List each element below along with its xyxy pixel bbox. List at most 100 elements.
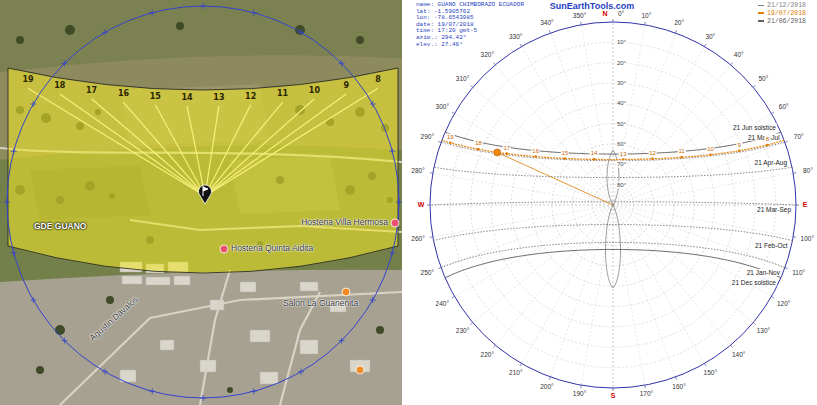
hour-label: 10 (706, 145, 715, 152)
elevation-ring (471, 63, 756, 348)
azimuth-line (433, 205, 613, 237)
hour-number: 14 (182, 93, 193, 102)
location-pin (199, 185, 212, 204)
hour-dot (505, 152, 508, 155)
azimuth-line (613, 22, 614, 205)
circle-tick (370, 101, 376, 107)
hour-line (28, 88, 205, 196)
hour-line (60, 94, 205, 196)
circle-tick (251, 10, 257, 16)
hour-dot (477, 148, 480, 151)
sun-direction (497, 152, 613, 205)
circle-tick (298, 369, 304, 375)
hour-dot (593, 158, 596, 161)
legend: 21/12/201819/07/201821/06/2018 (758, 2, 806, 25)
elevation-label: 80° (616, 181, 627, 188)
legend-row: 19/07/2018 (758, 10, 806, 18)
azimuth-label: 310° (456, 75, 469, 82)
circle-tick (102, 29, 108, 35)
hour-dot (738, 149, 741, 152)
legend-swatch (758, 5, 764, 7)
location-info: elev.: 27.46° (416, 42, 463, 49)
hour-number: 9 (343, 82, 349, 91)
hour-dot (563, 157, 566, 160)
sun-path (434, 167, 792, 177)
place-label: Salon La Guanenita (283, 299, 358, 309)
azimuth-label: 70° (794, 134, 804, 141)
circle-tick (61, 338, 67, 344)
azimuth-label: 130° (757, 327, 770, 334)
hour-label: 13 (619, 150, 628, 157)
azimuth-line (613, 87, 753, 205)
hour-label: 9 (737, 141, 742, 148)
hour-label: 14 (590, 150, 599, 157)
azimuth-line (613, 173, 793, 205)
range-circle (7, 6, 399, 398)
circle-tick (102, 369, 108, 375)
hour-dot (766, 144, 769, 147)
legend-text: 21/06/2018 (767, 18, 806, 25)
hour-number: 13 (213, 93, 224, 102)
azimuth-label: 190° (573, 391, 586, 398)
azimuth-label: 160° (672, 383, 685, 390)
azimuth-label: 170° (640, 391, 653, 398)
hour-number: 8 (375, 76, 381, 85)
azimuth-label: 20° (674, 20, 684, 27)
azimuth-label: 40° (734, 51, 744, 58)
azimuth-label: 50° (758, 75, 768, 82)
hour-number: 18 (54, 82, 65, 91)
circle-ticks (4, 3, 402, 401)
place-label: GDE GUANO (34, 222, 86, 232)
current-sun-path (442, 140, 784, 159)
elevation-label: 30° (616, 80, 627, 87)
azimuth-line (473, 87, 613, 205)
circle-tick (396, 199, 402, 205)
hour-dot (709, 153, 712, 156)
azimuth-label: 280° (411, 167, 424, 174)
azimuth-label: 300° (436, 103, 449, 110)
cardinal-point: E (803, 201, 808, 209)
legend-text: 19/07/2018 (767, 10, 806, 17)
hour-label: 15 (560, 149, 569, 156)
legend-row: 21/12/2018 (758, 2, 806, 10)
circle-tick (251, 388, 257, 394)
hour-number: 10 (309, 86, 320, 95)
hour-dot (680, 156, 683, 159)
azimuth-line (495, 65, 613, 205)
circle-tick (389, 148, 395, 154)
hour-line (187, 106, 205, 196)
hour-number: 16 (118, 90, 129, 99)
sun-path (441, 242, 785, 267)
circle-tick (200, 395, 206, 401)
hour-label: 16 (531, 147, 540, 154)
elevation-label: 50° (616, 120, 627, 127)
azimuth-label: 10° (641, 12, 651, 19)
azimuth-line (613, 33, 676, 205)
curve-label: 21 Apr-Aug (754, 159, 789, 166)
analemma (606, 150, 621, 288)
hour-number: 17 (86, 86, 97, 95)
elevation-label: 70° (616, 161, 627, 168)
place-icons (220, 219, 399, 374)
legend-swatch (758, 20, 764, 22)
azimuth-line (613, 205, 785, 268)
hour-line (124, 102, 206, 196)
azimuth-label: 230° (456, 327, 469, 334)
satellite-map (0, 0, 402, 405)
azimuth-label: 330° (509, 33, 522, 40)
legend-row: 21/06/2018 (758, 18, 806, 26)
curve-label: 21 Dec solstice (731, 279, 777, 286)
circle-tick (370, 297, 376, 303)
hour-line (205, 94, 346, 196)
legend-text: 21/12/2018 (767, 2, 806, 9)
hour-dot (651, 158, 654, 161)
elevation-label: 10° (616, 39, 627, 46)
circle-tick (30, 297, 36, 303)
azimuth-line (581, 205, 613, 385)
circle-tick (200, 3, 206, 9)
polar-grid (427, 19, 799, 391)
azimuth-line (613, 47, 705, 205)
legend-swatch (758, 12, 764, 14)
hour-label: 18 (474, 140, 483, 147)
azimuth-label: 240° (436, 300, 449, 307)
